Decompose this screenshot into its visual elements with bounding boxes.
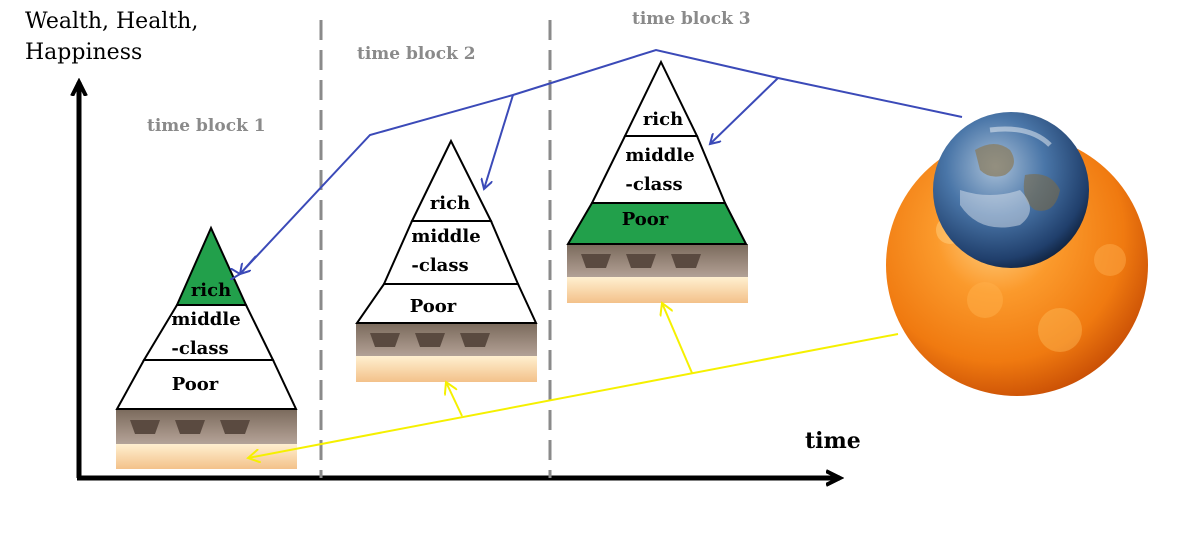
y-axis-label: Wealth, Health, Happiness bbox=[25, 6, 198, 68]
tier-label-rich: rich bbox=[190, 280, 232, 301]
y-axis-label-line-2: Happiness bbox=[25, 40, 143, 65]
time-block-2-label: time block 2 bbox=[357, 44, 476, 64]
tier-label-rich: rich bbox=[429, 193, 471, 214]
tier-label-rich: rich bbox=[642, 109, 684, 130]
pyramid-tier-poor bbox=[355, 283, 538, 324]
tier-label-class: -class bbox=[411, 255, 469, 276]
earth-arrows bbox=[240, 48, 963, 274]
time-block-1-label: time block 1 bbox=[147, 116, 266, 136]
tier-label-poor: Poor bbox=[621, 209, 669, 230]
earth-icon bbox=[933, 112, 1089, 268]
pyramid-time-block-1 bbox=[115, 225, 298, 410]
time-block-3-label: time block 3 bbox=[632, 9, 751, 29]
tier-label-poor: Poor bbox=[409, 296, 457, 317]
x-axis-label: time bbox=[805, 428, 861, 454]
tier-label-middle: middle bbox=[411, 226, 481, 247]
tier-label-poor: Poor bbox=[171, 374, 219, 395]
tier-label-class: -class bbox=[171, 338, 229, 359]
rocket-engine-icon bbox=[116, 409, 297, 469]
pyramid-time-block-3 bbox=[566, 59, 748, 245]
pyramid-time-block-2 bbox=[355, 138, 538, 324]
tier-label-middle: middle bbox=[625, 145, 695, 166]
sun-arrows bbox=[248, 303, 899, 458]
rocket-engine-icon bbox=[567, 244, 748, 303]
pyramid-tier-poor bbox=[115, 359, 298, 410]
rocket-engine-icon bbox=[356, 323, 537, 382]
pyramid-tier-poor bbox=[566, 202, 748, 245]
tier-label-middle: middle bbox=[171, 309, 241, 330]
y-axis-label-line-1: Wealth, Health, bbox=[25, 9, 199, 34]
tier-label-class: -class bbox=[625, 174, 683, 195]
